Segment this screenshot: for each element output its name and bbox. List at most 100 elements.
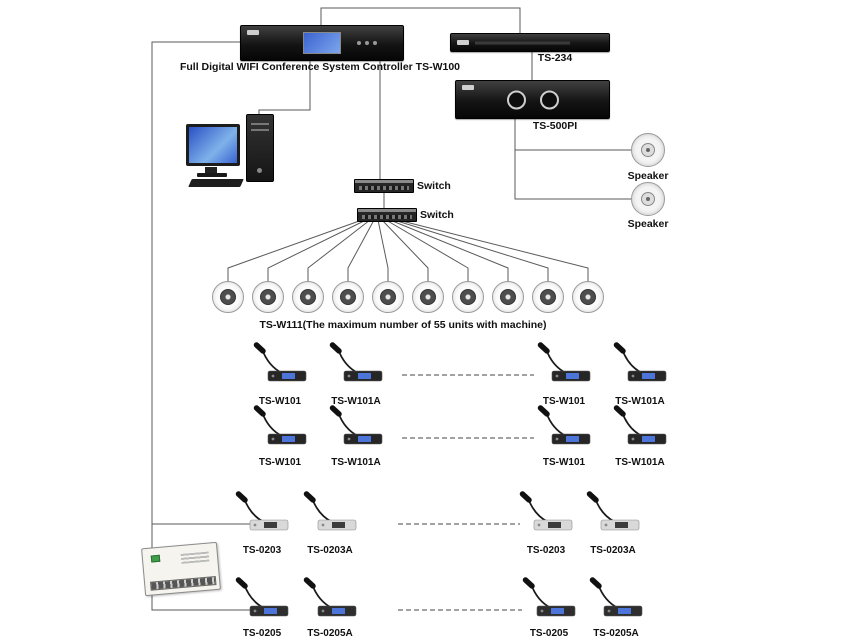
mic-graphic — [235, 577, 289, 617]
speaker-2 — [631, 182, 665, 216]
ceiling-unit-core — [500, 289, 516, 305]
computer-monitor — [186, 124, 240, 166]
mic-graphic — [329, 342, 383, 382]
terminal-strip — [149, 575, 217, 591]
mic-ts-0205 — [234, 577, 290, 617]
mic-ts-w101a — [612, 405, 668, 445]
mic-label: TS-0205 — [529, 628, 569, 639]
computer-tower — [246, 114, 274, 182]
ceiling-caption: TS-W111(The maximum number of 55 units w… — [259, 319, 547, 331]
mic-graphic — [253, 342, 307, 382]
mic-label: TS-0203A — [590, 545, 636, 556]
ceiling-unit-core — [220, 289, 236, 305]
ceiling-unit-ts-w111 — [572, 281, 604, 313]
mic-ts-w101 — [252, 342, 308, 382]
ts500pi-label: TS-500PI — [532, 120, 578, 132]
ceiling-unit-ts-w111 — [532, 281, 564, 313]
box-markings — [180, 551, 210, 564]
mic-graphic — [303, 491, 357, 531]
ceiling-unit-ts-w111 — [412, 281, 444, 313]
ceiling-unit-ts-w111 — [292, 281, 324, 313]
mic-ts-0205a — [588, 577, 644, 617]
mic-ts-w101 — [252, 405, 308, 445]
speaker2-label: Speaker — [627, 218, 669, 230]
mic-label: TS-W101A — [331, 396, 381, 407]
ceiling-unit-ts-w111 — [252, 281, 284, 313]
switch-ports — [359, 186, 409, 190]
mic-label: TS-W101 — [542, 457, 586, 468]
ceiling-unit-ts-w111 — [212, 281, 244, 313]
switch1-label: Switch — [417, 180, 451, 192]
network-switch-2 — [357, 208, 417, 222]
speaker-1 — [631, 133, 665, 167]
network-switch-1 — [354, 179, 414, 193]
mic-label: TS-W101 — [258, 396, 302, 407]
front-strip — [475, 41, 570, 44]
controller-label: Full Digital WIFI Conference System Cont… — [179, 61, 461, 73]
mic-label: TS-W101A — [615, 457, 665, 468]
mic-label: TS-W101A — [615, 396, 665, 407]
ceiling-unit-ts-w111 — [332, 281, 364, 313]
mic-ts-0203a — [302, 491, 358, 531]
ceiling-unit-core — [420, 289, 436, 305]
ceiling-unit-core — [460, 289, 476, 305]
mic-graphic — [522, 577, 576, 617]
ceiling-unit-core — [540, 289, 556, 305]
vu-meters — [506, 90, 559, 109]
mic-label: TS-W101 — [258, 457, 302, 468]
ceiling-unit-ts-w111 — [492, 281, 524, 313]
mic-ts-w101a — [612, 342, 668, 382]
mic-graphic — [613, 342, 667, 382]
mic-label: TS-W101 — [542, 396, 586, 407]
mic-ts-w101 — [536, 342, 592, 382]
mic-ts-w101a — [328, 405, 384, 445]
junction-box — [141, 541, 221, 597]
mic-graphic — [586, 491, 640, 531]
mic-ts-0203a — [585, 491, 641, 531]
mic-ts-w101a — [328, 342, 384, 382]
power-led — [150, 554, 161, 563]
ceiling-unit-core — [260, 289, 276, 305]
mic-ts-w101 — [536, 405, 592, 445]
mic-ts-0205 — [521, 577, 577, 617]
mic-label: TS-0203 — [526, 545, 566, 556]
mic-graphic — [589, 577, 643, 617]
mic-ts-0203 — [518, 491, 574, 531]
ceiling-unit-core — [580, 289, 596, 305]
speaker1-label: Speaker — [627, 170, 669, 182]
mic-graphic — [235, 491, 289, 531]
monitor-base — [197, 173, 227, 177]
monitor-stand — [205, 167, 217, 173]
mic-graphic — [613, 405, 667, 445]
mic-ts-0203 — [234, 491, 290, 531]
mic-graphic — [537, 342, 591, 382]
ceiling-unit-ts-w111 — [452, 281, 484, 313]
mic-label: TS-0205A — [307, 628, 353, 639]
computer-keyboard — [188, 179, 244, 187]
itc-logo — [247, 30, 259, 35]
itc-logo — [457, 40, 469, 45]
unit-ts-234 — [450, 33, 610, 52]
mic-label: TS-0203 — [242, 545, 282, 556]
ts234-label: TS-234 — [537, 52, 573, 64]
mic-graphic — [329, 405, 383, 445]
ceiling-unit-core — [380, 289, 396, 305]
mic-graphic — [253, 405, 307, 445]
controller-ts-w100 — [240, 25, 404, 61]
mic-label: TS-0205A — [593, 628, 639, 639]
mic-graphic — [537, 405, 591, 445]
controller-knobs — [357, 41, 361, 45]
controller-screen — [303, 32, 341, 54]
itc-logo — [462, 85, 474, 90]
mic-graphic — [519, 491, 573, 531]
mic-label: TS-W101A — [331, 457, 381, 468]
switch2-label: Switch — [420, 209, 454, 221]
amplifier-ts-500pi — [455, 80, 610, 119]
mic-label: TS-0203A — [307, 545, 353, 556]
ceiling-unit-core — [300, 289, 316, 305]
mic-label: TS-0205 — [242, 628, 282, 639]
mic-graphic — [303, 577, 357, 617]
switch-ports — [362, 215, 412, 219]
mic-ts-0205a — [302, 577, 358, 617]
